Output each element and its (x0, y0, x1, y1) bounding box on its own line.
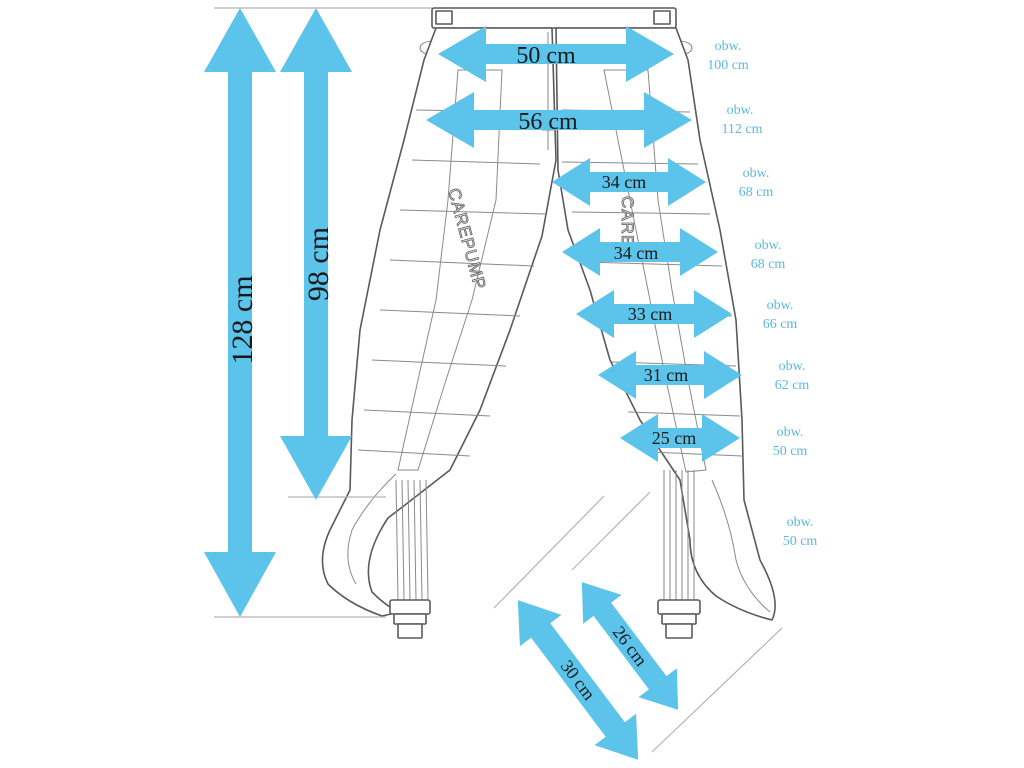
width-arrows: 50 cm 56 cm 34 cm 34 cm 33 cm 31 cm 25 c… (426, 26, 742, 462)
waistband-buckle-left (435, 10, 453, 25)
width-arrow-waist: 50 cm (438, 26, 674, 82)
foot-guide-outer (493, 495, 605, 609)
foot-outer-arrow: 30 cm (517, 600, 639, 760)
waistband (431, 7, 677, 29)
total-length-label: 128 cm (226, 275, 259, 364)
width-arrow-thigh: 34 cm (552, 158, 706, 206)
circumference-knee: obw. 66 cm (763, 298, 798, 332)
circumference-labels: obw. 100 cm obw. 112 cm obw. 68 cm obw. … (707, 39, 817, 549)
svg-text:obw.: obw. (743, 166, 770, 181)
width-arrow-calf: 31 cm (598, 351, 742, 399)
waistband-buckle-right (653, 10, 671, 25)
left-ankle-flap (347, 473, 397, 585)
svg-text:33 cm: 33 cm (628, 304, 673, 324)
circumference-ankle: obw. 50 cm (783, 515, 818, 549)
foot-guide-inner (571, 491, 651, 571)
svg-text:100 cm: 100 cm (707, 58, 749, 73)
circumference-lower-calf: obw. 50 cm (773, 425, 808, 459)
svg-text:68 cm: 68 cm (739, 185, 774, 200)
foot-guide-bottom (651, 627, 783, 753)
total-length-arrow: 128 cm (204, 8, 276, 617)
svg-text:obw.: obw. (715, 39, 742, 54)
width-arrow-knee: 33 cm (576, 290, 732, 338)
inner-length-arrow: 98 cm (280, 8, 352, 500)
width-arrow-lower-calf: 25 cm (620, 414, 740, 462)
svg-text:68 cm: 68 cm (751, 257, 786, 272)
circumference-thigh: obw. 68 cm (739, 166, 774, 200)
svg-text:62 cm: 62 cm (775, 378, 810, 393)
measurement-guides (214, 7, 783, 753)
circumference-upper-knee: obw. 68 cm (751, 238, 786, 272)
circumference-waist: obw. 100 cm (707, 39, 749, 73)
left-hose-bundle (389, 479, 431, 639)
left-leg-strap (397, 69, 503, 471)
svg-text:obw.: obw. (767, 298, 794, 313)
svg-text:34 cm: 34 cm (614, 243, 659, 263)
svg-text:34 cm: 34 cm (602, 172, 647, 192)
width-arrow-hip: 56 cm (426, 92, 692, 148)
svg-text:112 cm: 112 cm (721, 122, 762, 137)
svg-text:66 cm: 66 cm (763, 317, 798, 332)
svg-text:50 cm: 50 cm (783, 534, 818, 549)
svg-text:obw.: obw. (777, 425, 804, 440)
svg-text:50 cm: 50 cm (516, 43, 576, 69)
brand-logo-right: CARE (618, 196, 637, 247)
svg-text:25 cm: 25 cm (652, 428, 697, 448)
inner-length-label: 98 cm (302, 227, 335, 301)
svg-text:56 cm: 56 cm (518, 109, 578, 135)
svg-text:31 cm: 31 cm (644, 365, 689, 385)
right-hose-bundle (657, 470, 701, 639)
svg-text:obw.: obw. (727, 103, 754, 118)
width-arrow-upper-knee: 34 cm (562, 228, 718, 276)
circumference-hip: obw. 112 cm (721, 103, 762, 137)
circumference-calf: obw. 62 cm (775, 359, 810, 393)
right-ankle-flap (711, 479, 771, 613)
svg-text:obw.: obw. (779, 359, 806, 374)
foot-length-arrows: 30 cm 26 cm (517, 582, 679, 760)
svg-text:50 cm: 50 cm (773, 444, 808, 459)
svg-text:obw.: obw. (787, 515, 814, 530)
svg-text:obw.: obw. (755, 238, 782, 253)
